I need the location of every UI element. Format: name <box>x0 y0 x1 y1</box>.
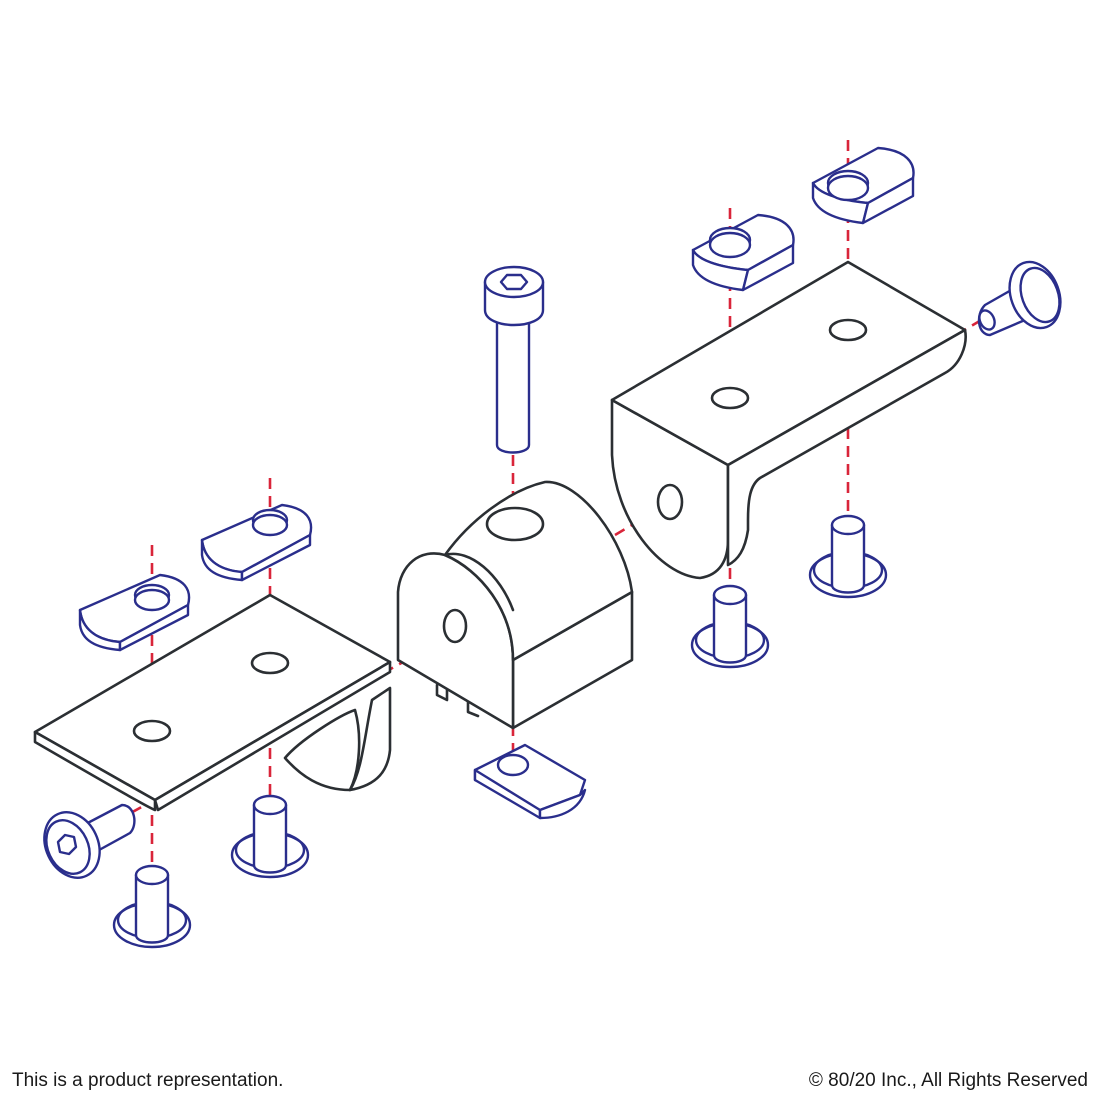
t-nut <box>78 573 191 652</box>
flanged-sleeve <box>808 514 888 599</box>
flanged-sleeve <box>690 584 770 669</box>
hex-socket-icon <box>499 273 529 291</box>
bracket-hole <box>828 318 868 342</box>
t-nut <box>811 146 915 225</box>
bracket-hole <box>250 651 290 675</box>
t-nut <box>691 213 795 292</box>
bracket-hole <box>132 719 172 743</box>
socket-head-cap-screw <box>483 265 545 454</box>
t-nut <box>200 503 313 582</box>
caption-copyright: © 80/20 Inc., All Rights Reserved <box>808 1070 1088 1091</box>
center-pivot-block <box>396 480 634 730</box>
bracket-pivot-hole <box>656 483 684 521</box>
button-head-screw <box>977 260 1062 337</box>
left-bracket <box>33 593 392 812</box>
bracket-hole <box>710 386 750 410</box>
pivot-bore <box>442 608 468 644</box>
t-nut <box>473 743 587 820</box>
flanged-sleeve <box>112 864 192 949</box>
right-bracket <box>610 260 967 580</box>
flanged-sleeve <box>230 794 310 879</box>
button-head-screw <box>43 803 136 879</box>
caption-product-representation: This is a product representation. <box>12 1070 284 1091</box>
hex-socket-icon <box>56 833 78 856</box>
pivot-bore <box>485 506 545 542</box>
